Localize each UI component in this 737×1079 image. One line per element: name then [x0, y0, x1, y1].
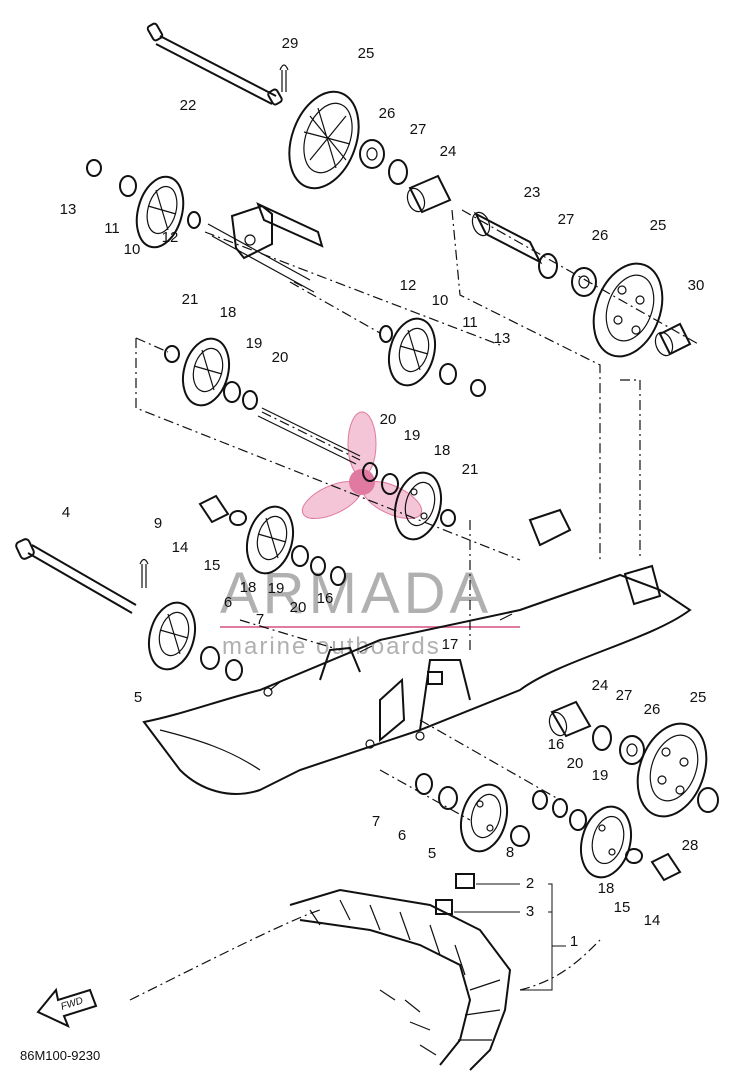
callout-26: 26	[379, 105, 396, 122]
callout-24: 24	[440, 143, 457, 160]
watermark: ARMADA marine outboards	[220, 411, 520, 660]
callout-19: 19	[592, 767, 609, 784]
callout-labels: 2229252627241311101223272625302118192012…	[60, 35, 707, 950]
callout-2: 2	[526, 875, 534, 892]
wheel-10-right	[387, 317, 437, 387]
watermark-tagline: marine outboards	[222, 633, 441, 660]
callout-15: 15	[614, 899, 631, 916]
callout-11: 11	[462, 314, 478, 331]
wheel-10-left	[135, 175, 185, 249]
callout-20: 20	[380, 411, 397, 428]
callout-30: 30	[688, 277, 705, 294]
callout-18: 18	[240, 579, 257, 596]
callout-28: 28	[682, 837, 699, 854]
callout-18: 18	[598, 880, 615, 897]
callout-20: 20	[290, 599, 307, 616]
callout-1: 1	[570, 933, 578, 950]
callout-4: 4	[62, 504, 70, 521]
fwd-arrow-icon: FWD	[36, 987, 98, 1028]
part-code: 86M100-9230	[20, 1048, 100, 1063]
wheel-25-top	[288, 90, 360, 190]
wheel-18-lower	[580, 805, 632, 879]
callout-11: 11	[104, 220, 120, 237]
small-parts	[86, 139, 719, 915]
callout-29: 29	[282, 35, 299, 52]
callout-22: 22	[180, 97, 197, 114]
callout-27: 27	[558, 211, 575, 228]
callout-24: 24	[592, 677, 609, 694]
callout-21: 21	[182, 291, 199, 308]
watermark-propeller-icon	[301, 411, 423, 520]
callout-3: 3	[526, 903, 534, 920]
wheel-18-upper	[181, 337, 231, 407]
callout-18: 18	[434, 442, 451, 459]
upper-bracket	[207, 202, 324, 293]
callout-13: 13	[494, 330, 511, 347]
callout-19: 19	[268, 580, 285, 597]
callout-23: 23	[524, 184, 541, 201]
callout-10: 10	[432, 292, 449, 309]
pin-29	[279, 64, 289, 92]
callout-12: 12	[400, 277, 417, 294]
wheel-18-mid	[393, 471, 443, 541]
axle-shaft-4	[15, 538, 137, 614]
track-assembly	[289, 888, 512, 1071]
callout-14: 14	[644, 912, 661, 929]
callout-18: 18	[220, 304, 237, 321]
callout-5: 5	[428, 845, 436, 862]
middle-cross-shaft	[257, 407, 361, 465]
callout-9: 9	[154, 515, 162, 532]
wheel-18-left	[245, 505, 295, 575]
callout-14: 14	[172, 539, 189, 556]
callout-20: 20	[272, 349, 289, 366]
callout-7: 7	[372, 813, 380, 830]
callout-25: 25	[650, 217, 667, 234]
callout-25: 25	[358, 45, 375, 62]
callout-10: 10	[124, 241, 141, 258]
callout-7: 7	[256, 611, 264, 628]
watermark-brand: ARMADA	[220, 561, 492, 626]
pin-9	[139, 558, 149, 588]
group-bracket-1-2-3	[454, 883, 566, 991]
callout-16: 16	[317, 590, 334, 607]
assembly-guide-lines	[129, 209, 701, 1001]
callout-21: 21	[462, 461, 479, 478]
callout-27: 27	[616, 687, 633, 704]
wheel-5-left	[147, 601, 197, 671]
callout-8: 8	[506, 844, 514, 861]
callout-12: 12	[162, 229, 179, 246]
callout-27: 27	[410, 121, 427, 138]
callout-26: 26	[644, 701, 661, 718]
axle-shaft-22	[146, 22, 283, 106]
callout-19: 19	[404, 427, 421, 444]
callout-25: 25	[690, 689, 707, 706]
callout-15: 15	[204, 557, 221, 574]
wheel-5-right	[459, 783, 509, 853]
callout-16: 16	[548, 736, 565, 753]
callout-17: 17	[442, 636, 459, 653]
callout-20: 20	[567, 755, 584, 772]
callout-26: 26	[592, 227, 609, 244]
wheel-25-bottom	[636, 722, 708, 818]
slide-rail-frame	[142, 508, 692, 795]
callout-5: 5	[134, 689, 142, 706]
callout-19: 19	[246, 335, 263, 352]
callout-6: 6	[224, 594, 232, 611]
wheel-25-right	[592, 262, 664, 358]
callout-6: 6	[398, 827, 406, 844]
callout-13: 13	[60, 201, 77, 218]
